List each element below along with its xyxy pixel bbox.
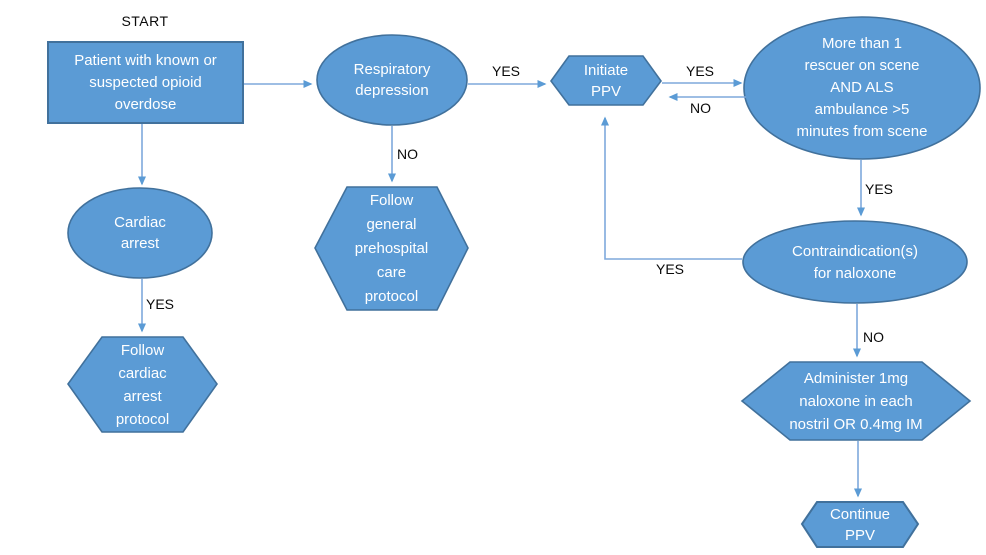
node-shape-more-rescuers bbox=[743, 16, 981, 160]
edge-label-more-no: NO bbox=[690, 100, 711, 116]
edge-label-initiate-yes: YES bbox=[686, 63, 715, 79]
edge-label-contra-no: NO bbox=[863, 329, 884, 345]
node-shape-administer-naloxone bbox=[740, 361, 972, 441]
node-shape-patient-box bbox=[47, 41, 244, 124]
edge-label-more-yes: YES bbox=[865, 181, 894, 197]
edge-label-respiratory-yes: YES bbox=[492, 63, 521, 79]
edge-arrow-contra-to-initiate bbox=[601, 116, 742, 260]
node-shape-follow-general-prehospital-care-protocol bbox=[314, 186, 469, 311]
edge-label-contra-yes: YES bbox=[656, 261, 685, 277]
node-shape-follow-cardiac-arrest-protocol bbox=[67, 336, 218, 433]
node-shape-continue-ppv bbox=[800, 501, 920, 548]
edge-label-respiratory-no: NO bbox=[397, 146, 418, 162]
edge-label-cardiac-yes: YES bbox=[146, 296, 175, 312]
start-label: START bbox=[121, 13, 169, 29]
node-shape-respiratory-depression bbox=[316, 34, 468, 126]
node-shape-initiate-ppv bbox=[550, 55, 662, 106]
node-shape-cardiac-arrest bbox=[67, 187, 213, 279]
node-shape-contraindications-naloxone bbox=[742, 220, 968, 304]
